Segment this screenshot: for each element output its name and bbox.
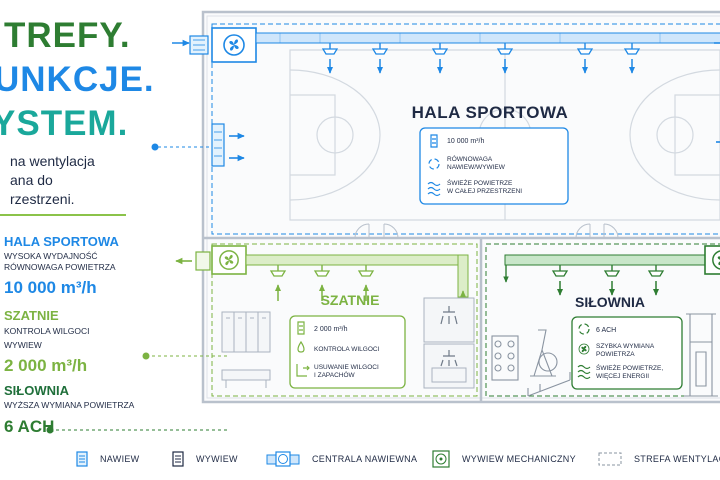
lockers-info-box [289, 315, 406, 389]
zone-subtitle: KONTROLA WILGOCI [4, 326, 90, 336]
drop-icon [297, 340, 305, 353]
diffuser-icon [313, 265, 331, 301]
gym-title: SIŁOWNIA [575, 294, 645, 310]
diffuser-icon [269, 265, 287, 301]
diffuser-icon [576, 43, 594, 74]
gym-item: SZYBKA WYMIANA [596, 343, 655, 350]
extract-grilles [551, 265, 665, 296]
zone-value: 2 000 m³/h [4, 356, 88, 375]
zone-outline-icon [598, 452, 622, 466]
diffuser-icon [551, 265, 569, 296]
hall-title: HALA SPORTOWA [412, 103, 569, 122]
grille-icon [430, 134, 438, 148]
divider [0, 214, 126, 216]
fan-icon [432, 450, 450, 468]
extract-duct [504, 254, 706, 266]
hall-item: ŚWIEŻE POWIETRZE [447, 178, 513, 187]
legend-item-extract: WYWIEW [172, 446, 238, 472]
legend-item-mechanical-extract: WYWIEW MECHANICZNY [432, 446, 576, 472]
legend-item-supply-unit: CENTRALA NAWIEWNA [266, 446, 417, 472]
extract-duct [245, 254, 469, 266]
zone-outline-lockers [211, 243, 478, 397]
lockers-item: I ZAPACHÓW [314, 370, 356, 379]
lockers-item: 2 000 m³/h [314, 326, 348, 333]
shower-icon [440, 306, 458, 367]
diffuser-icon [357, 265, 375, 301]
headline-line-3: YSTEM. [0, 104, 129, 143]
grille-icon [297, 321, 305, 335]
wave-icon [427, 181, 441, 197]
cycle-icon [428, 158, 440, 170]
gym-item: ŚWIEŻE POWIETRZE, [596, 363, 663, 372]
headline-line-1: TREFY. [4, 16, 131, 55]
zone-outline-gym [485, 243, 720, 397]
air-handling-unit-icon [266, 451, 300, 467]
lockers-item: USUWANIE WILGOCI [314, 364, 379, 371]
gym-item: 6 ACH [596, 327, 616, 334]
supply-diffusers [321, 43, 641, 74]
hall-item: RÓWNOWAGA [447, 154, 493, 163]
legend: NAWIEW WYWIEW CENTRALA NAWIEWNA WYWIEW M… [0, 446, 720, 472]
intro-line: rzestrzeni. [10, 191, 75, 207]
arrow-out-icon [296, 364, 310, 377]
diffuser-icon [321, 43, 339, 74]
zone-value: 10 000 m³/h [4, 278, 97, 297]
doors [354, 223, 619, 239]
gym-equipment [491, 313, 718, 397]
wave-icon [577, 364, 591, 380]
supply-duct [255, 32, 720, 44]
intro-line: na wentylacja [10, 153, 95, 169]
legend-label: WYWIEW [196, 454, 238, 464]
supply-grille-icon [76, 451, 88, 467]
legend-label: CENTRALA NAWIEWNA [312, 454, 418, 464]
grille-icon [211, 123, 225, 167]
diffuser-icon [647, 265, 665, 296]
legend-label: NAWIEW [100, 454, 140, 464]
lockers-title: SZATNIE [321, 292, 380, 308]
gym-item: WIĘCEJ ENERGII [596, 373, 649, 380]
locker-cabinets [221, 311, 271, 388]
zone-subtitle: RÓWNOWAGA POWIETRZA [4, 262, 116, 272]
hall-item: 10 000 m³/h [447, 138, 484, 145]
zone-summary-lockers: SZATNIE KONTROLA WILGOCI WYWIEW 2 000 m³… [4, 308, 90, 376]
zone-title: SZATNIE [4, 308, 59, 323]
legend-item-zone: STREFA WENTYLACYJNA [598, 446, 720, 472]
diffuser-icon [623, 43, 641, 74]
extract-grille-icon [172, 451, 184, 467]
diffuser-icon [371, 43, 389, 74]
hall-item: W CAŁEJ PRZESTRZENI [447, 188, 522, 195]
headline-line-2: UNKCJE. [0, 60, 155, 99]
zone-title: HALA SPORTOWA [4, 234, 119, 249]
zone-subtitle: WYSOKA WYDAJNOŚĆ [4, 251, 98, 261]
zone-subtitle: WYWIEW [4, 340, 42, 350]
extract-grilles [269, 265, 375, 301]
intro-line: ana do [10, 172, 53, 188]
legend-label: STREFA WENTYLACYJNA [634, 454, 720, 464]
legend-label: WYWIEW MECHANICZNY [462, 454, 576, 464]
zone-summary-gym: SIŁOWNIA WYŻSZA WYMIANA POWIETRZA 6 ACH [4, 383, 134, 437]
zone-title: SIŁOWNIA [4, 383, 69, 398]
grille-icon [195, 251, 211, 271]
zone-value: 6 ACH [4, 417, 55, 436]
gym-item: POWIETRZA [596, 351, 635, 358]
diffuser-icon [603, 265, 621, 296]
hall-info-box [419, 127, 569, 205]
diffuser-icon [496, 43, 514, 74]
legend-item-supply: NAWIEW [76, 446, 139, 472]
air-handling-unit [211, 27, 257, 63]
cycle-icon [578, 323, 590, 335]
zone-summary-hall: HALA SPORTOWA WYSOKA WYDAJNOŚĆ RÓWNOWAGA… [4, 234, 119, 298]
intro-text: na wentylacja ana do rzestrzeni. [10, 152, 95, 209]
hall-item: NAWIEW/WYWIEW [447, 164, 506, 171]
diffuser-icon [431, 43, 449, 74]
gym-info-box [571, 316, 683, 390]
lockers-item: KONTROLA WILGOCI [314, 346, 380, 353]
zone-subtitle: WYŻSZA WYMIANA POWIETRZA [4, 400, 135, 410]
